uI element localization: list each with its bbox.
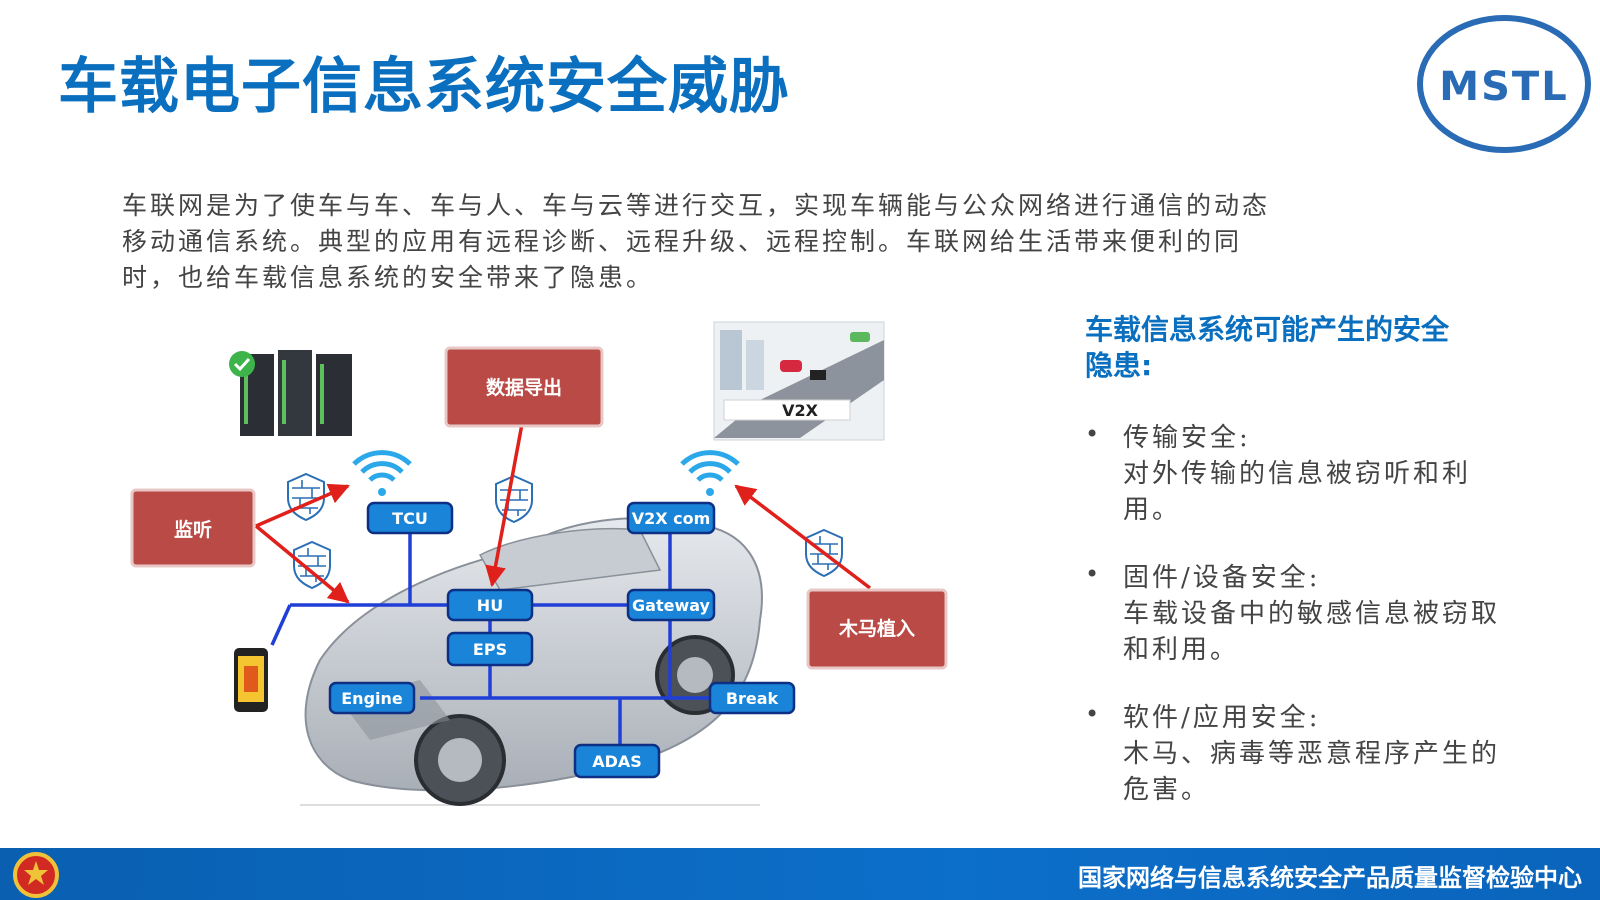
attack-box-trojan: 木马植入 (806, 588, 948, 670)
threat-item: • 软件/应用安全: 木马、病毒等恶意程序产生的危害。 (1085, 700, 1505, 808)
node-engine: Engine (328, 681, 416, 715)
node-hu: HU (446, 588, 534, 622)
wifi-signal-icon (682, 453, 738, 496)
svg-text:Break: Break (726, 689, 779, 708)
bullet-icon: • (1085, 420, 1100, 448)
svg-text:TCU: TCU (392, 509, 428, 528)
node-break: Break (708, 681, 796, 715)
vehicle-network-diagram: V2X (120, 320, 980, 830)
threat-name: 固件/设备安全: (1123, 563, 1321, 593)
risk-heading: 车载信息系统可能产生的安全隐患: (1085, 313, 1450, 382)
intro-paragraph: 车联网是为了使车与车、车与人、车与云等进行交互，实现车辆能与公众网络进行通信的动… (122, 191, 1271, 292)
page-title: 车载电子信息系统安全威胁 (58, 52, 790, 122)
bullet-icon: • (1085, 560, 1100, 588)
organization-name: 国家网络与信息系统安全产品质量监督检验中心 (1078, 864, 1582, 892)
firewall-icon (495, 475, 533, 523)
svg-text:监听: 监听 (174, 518, 212, 541)
node-adas: ADAS (573, 743, 661, 779)
attack-box-export: 数据导出 (444, 346, 604, 428)
attack-box-listen: 监听 (130, 488, 256, 568)
node-v2x-com: V2X com (626, 501, 716, 535)
svg-text:Engine: Engine (341, 689, 403, 708)
threat-item: • 固件/设备安全: 车载设备中的敏感信息被窃取和利用。 (1085, 560, 1505, 668)
threat-description: 车载设备中的敏感信息被窃取和利用。 (1123, 599, 1501, 665)
threat-list: • 传输安全: 对外传输的信息被窃听和利用。 • 固件/设备安全: 车载设备中的… (1085, 420, 1505, 840)
node-eps: EPS (446, 631, 534, 667)
svg-text:V2X com: V2X com (632, 509, 711, 528)
threat-name: 传输安全: (1123, 423, 1251, 453)
threat-item: • 传输安全: 对外传输的信息被窃听和利用。 (1085, 420, 1505, 528)
wifi-signal-icon (354, 453, 410, 496)
svg-text:数据导出: 数据导出 (486, 376, 562, 399)
footer-bar: 国家网络与信息系统安全产品质量监督检验中心 (0, 848, 1600, 900)
node-tcu: TCU (366, 501, 454, 535)
threat-name: 软件/应用安全: (1123, 703, 1321, 733)
svg-text:MSTL: MSTL (1439, 64, 1568, 110)
police-emblem-icon (13, 852, 59, 898)
svg-text:Gateway: Gateway (632, 596, 711, 615)
car-illustration (300, 517, 763, 806)
smartphone-icon (234, 648, 268, 712)
bullet-icon: • (1085, 700, 1100, 728)
svg-text:HU: HU (477, 596, 503, 615)
svg-text:木马植入: 木马植入 (838, 617, 915, 640)
server-rack-icon (229, 350, 352, 436)
svg-text:V2X: V2X (782, 401, 819, 420)
attack-arrows (254, 423, 872, 604)
svg-text:ADAS: ADAS (592, 752, 642, 771)
svg-text:EPS: EPS (473, 640, 507, 659)
mstl-logo: MSTL (1417, 15, 1591, 153)
threat-description: 木马、病毒等恶意程序产生的危害。 (1123, 739, 1501, 805)
threat-description: 对外传输的信息被窃听和利用。 (1123, 459, 1472, 525)
v2x-scene-image: V2X (713, 321, 885, 441)
node-gateway: Gateway (626, 588, 716, 622)
